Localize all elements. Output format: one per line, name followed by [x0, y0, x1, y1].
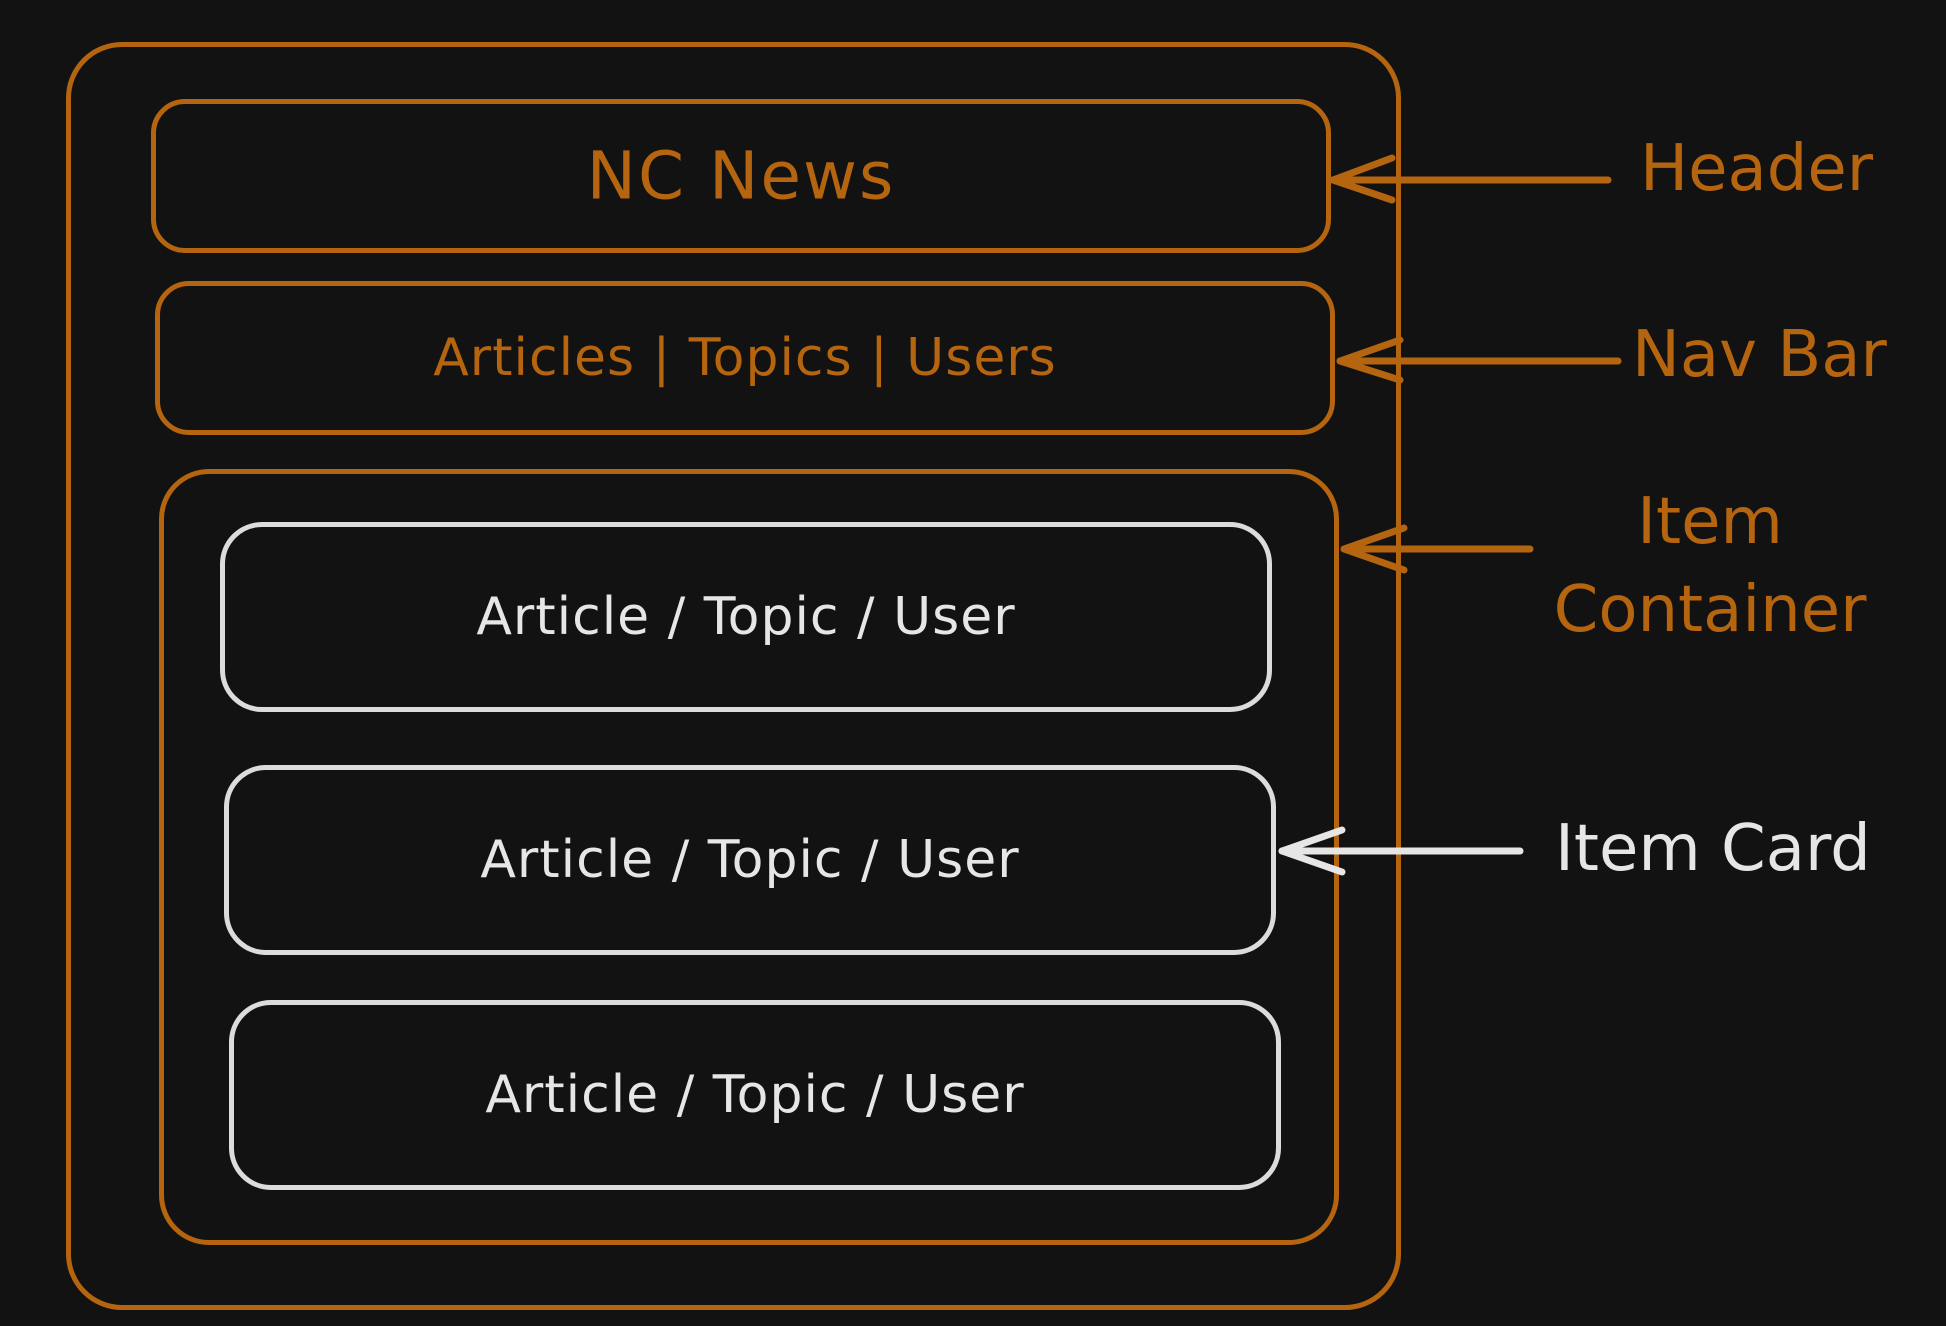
item-card: Article / Topic / User — [229, 1000, 1281, 1190]
nav-bar-label: Nav Bar — [1632, 318, 1887, 392]
item-card: Article / Topic / User — [224, 765, 1276, 955]
header-box: NC News — [151, 99, 1331, 253]
item-card-text: Article / Topic / User — [480, 830, 1020, 890]
nav-bar-box: Articles | Topics | Users — [155, 281, 1335, 435]
header-label: Header — [1640, 132, 1874, 206]
nav-bar-text: Articles | Topics | Users — [433, 328, 1057, 388]
header-title: NC News — [586, 137, 896, 215]
item-container-label: Item Container — [1530, 478, 1890, 654]
app-frame — [66, 42, 1401, 1310]
item-card-text: Article / Topic / User — [485, 1065, 1025, 1125]
item-card-label: Item Card — [1555, 812, 1871, 886]
item-container-label-line2: Container — [1553, 573, 1867, 647]
item-card-text: Article / Topic / User — [476, 587, 1016, 647]
item-container-label-line1: Item — [1637, 485, 1783, 559]
item-card: Article / Topic / User — [220, 522, 1272, 712]
